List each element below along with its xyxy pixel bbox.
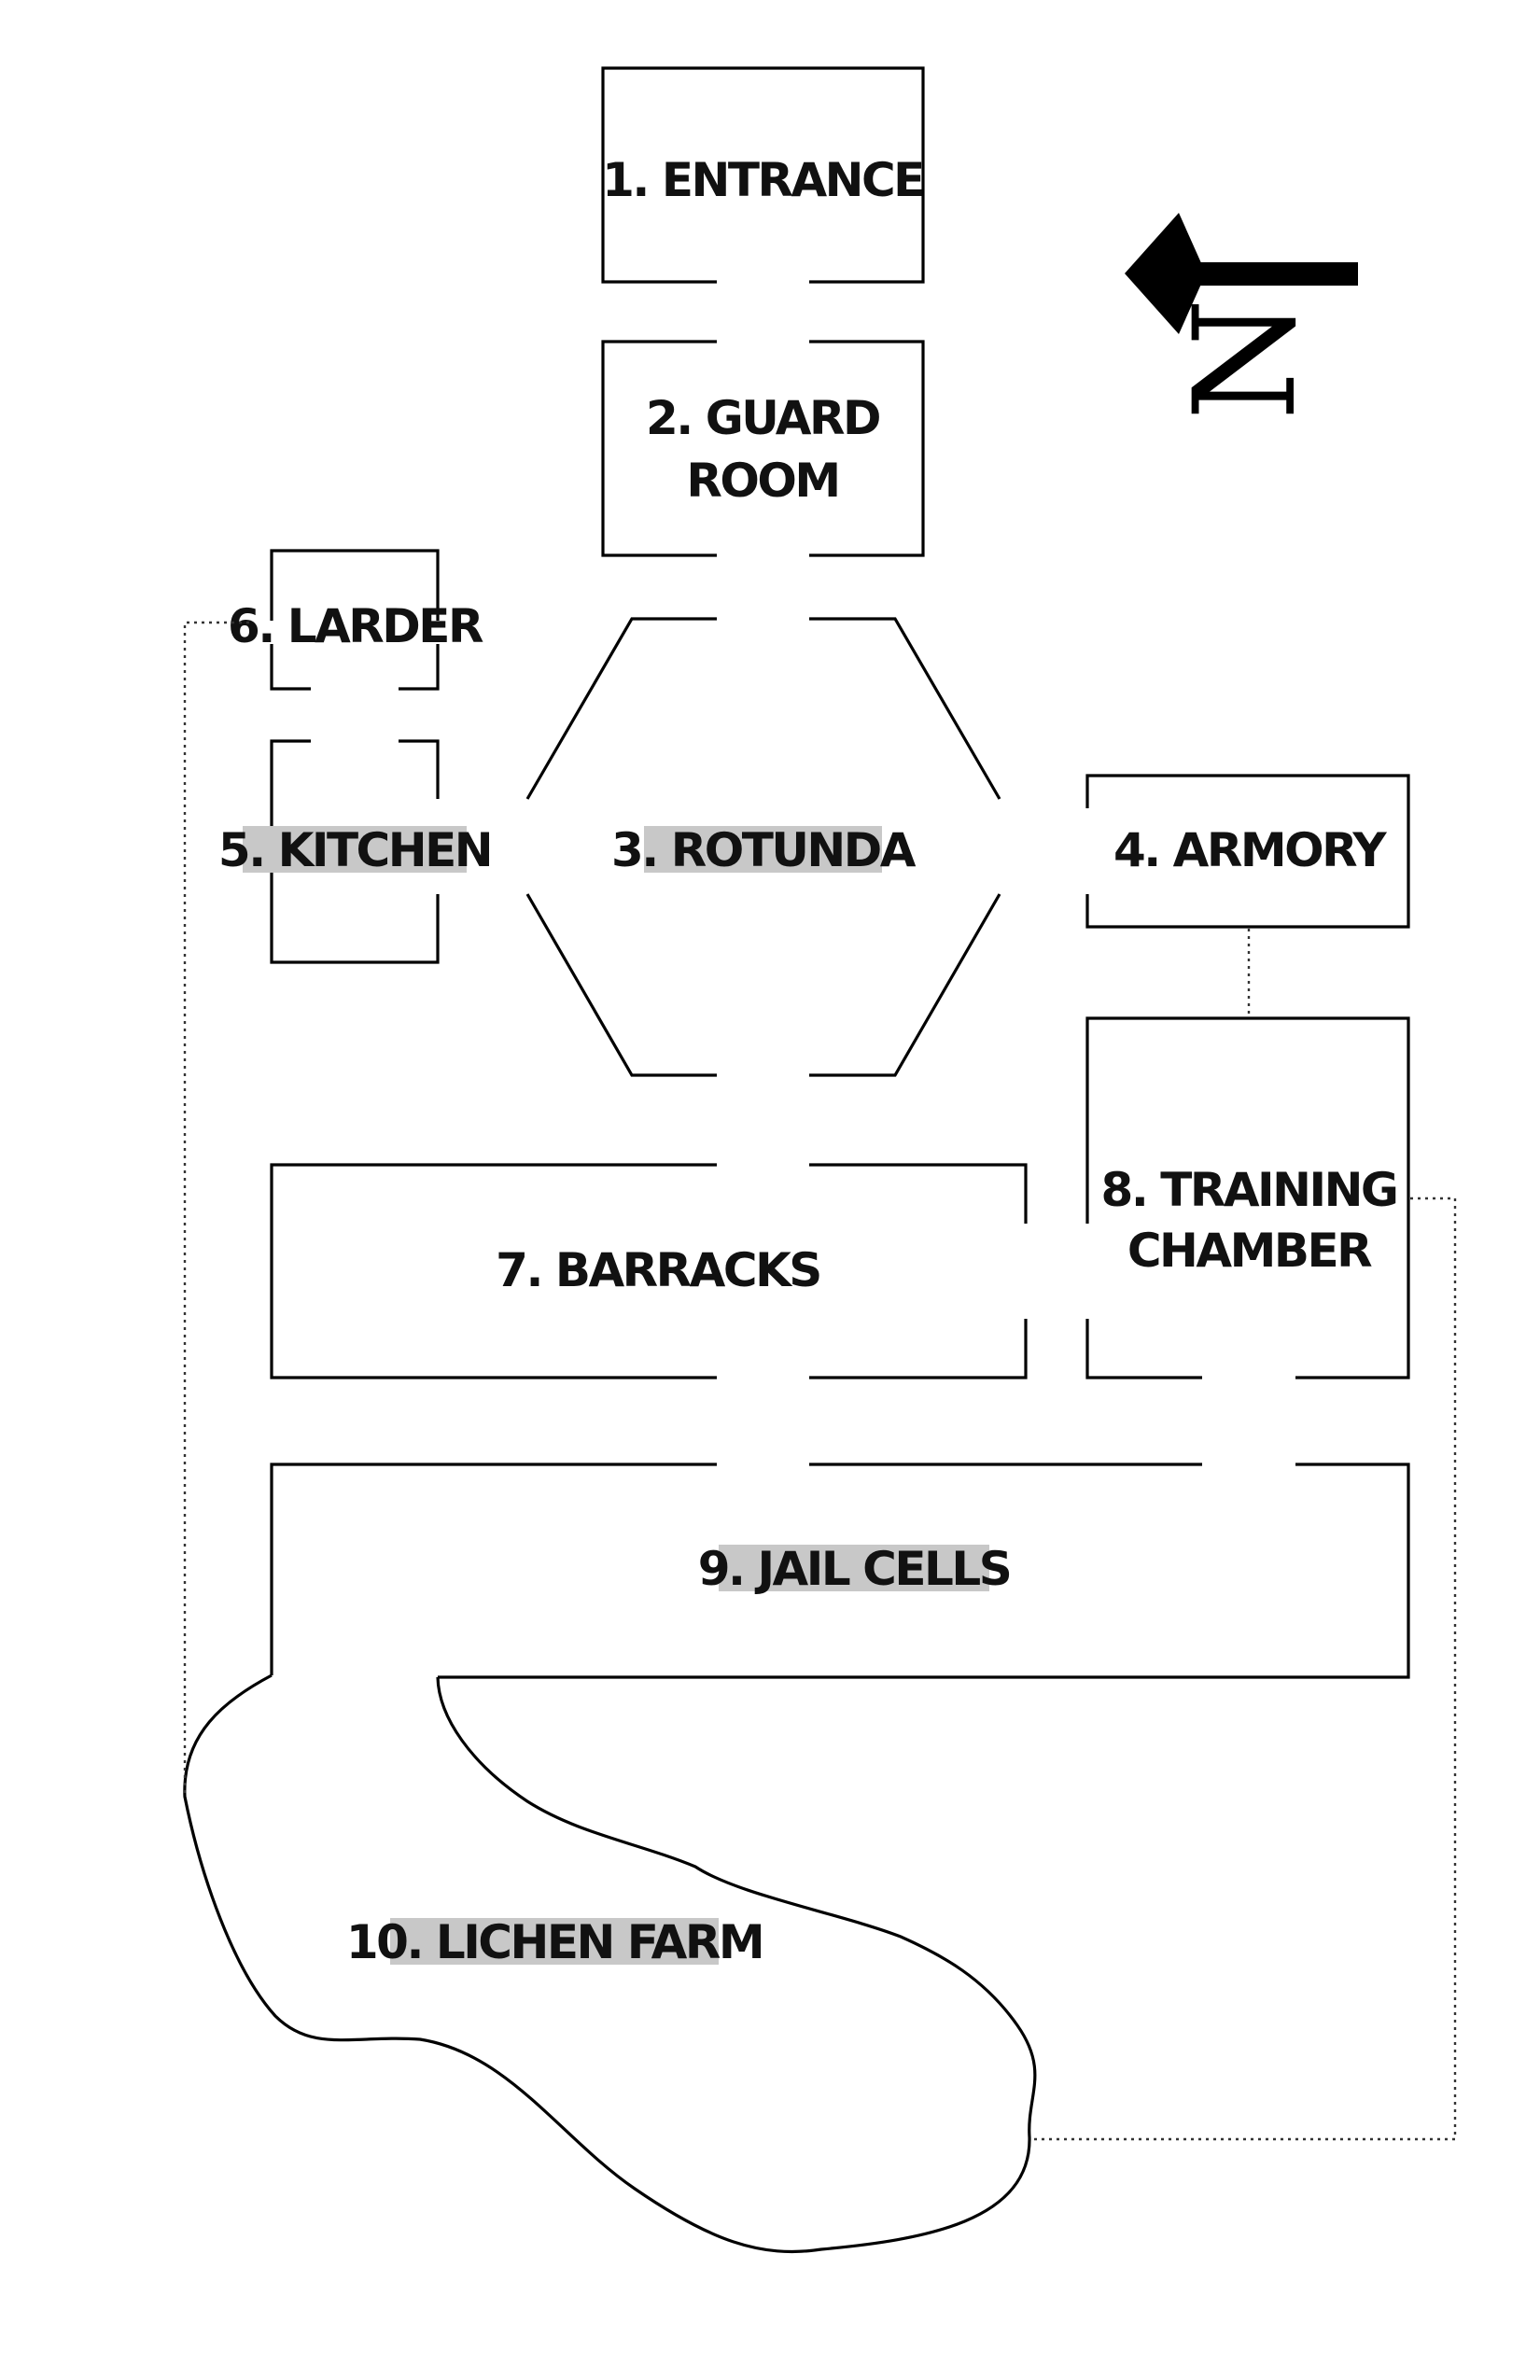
rotunda-highlight <box>644 826 882 873</box>
room-entrance: 1. ENTRANCE <box>601 66 925 284</box>
room-larder-label: 6. LARDER <box>228 599 483 653</box>
room-kitchen: 5. KITCHEN <box>218 739 494 964</box>
room-guard-room-label-2: ROOM <box>686 454 838 508</box>
room-jail-cells-label: 9. JAIL CELLS <box>698 1542 1010 1596</box>
lichen-farm-highlight <box>390 1918 719 1965</box>
passage-training-to-lichen-farm <box>1031 1197 1457 2141</box>
room-guard-room-label: 2. GUARD <box>646 391 879 445</box>
room-jail-cells: 9. JAIL CELLS <box>270 1463 1410 1679</box>
secret-passages <box>183 621 1457 2141</box>
jail-cells-highlight <box>719 1545 989 1591</box>
room-guard-room: 2. GUARD ROOM <box>601 340 925 557</box>
room-barracks-label: 7. BARRACKS <box>496 1243 820 1297</box>
kitchen-highlight <box>243 826 467 873</box>
room-lichen-farm: 10. LICHEN FARM <box>183 1673 1037 2253</box>
room-training-chamber-label-2: CHAMBER <box>1127 1224 1372 1278</box>
north-letter: N <box>1165 298 1327 420</box>
north-arrow-icon <box>1125 213 1358 334</box>
room-larder: 6. LARDER <box>228 549 485 691</box>
room-lichen-farm-label: 10. LICHEN FARM <box>346 1915 763 1969</box>
passage-larder-to-lichen-farm <box>183 621 249 1797</box>
room-training-chamber-label: 8. TRAINING <box>1101 1163 1397 1217</box>
room-armory-label: 4. ARMORY <box>1113 823 1387 877</box>
room-entrance-label: 1. ENTRANCE <box>602 153 923 207</box>
room-armory: 4. ARMORY <box>1085 774 1410 929</box>
room-rotunda: 3. ROTUNDA <box>525 617 1001 1077</box>
room-rotunda-label: 3. ROTUNDA <box>611 823 917 877</box>
room-barracks: 7. BARRACKS <box>270 1163 1028 1379</box>
compass: N <box>1125 213 1358 421</box>
room-kitchen-label: 5. KITCHEN <box>218 823 491 877</box>
room-training-chamber: 8. TRAINING CHAMBER <box>1085 1016 1410 1379</box>
